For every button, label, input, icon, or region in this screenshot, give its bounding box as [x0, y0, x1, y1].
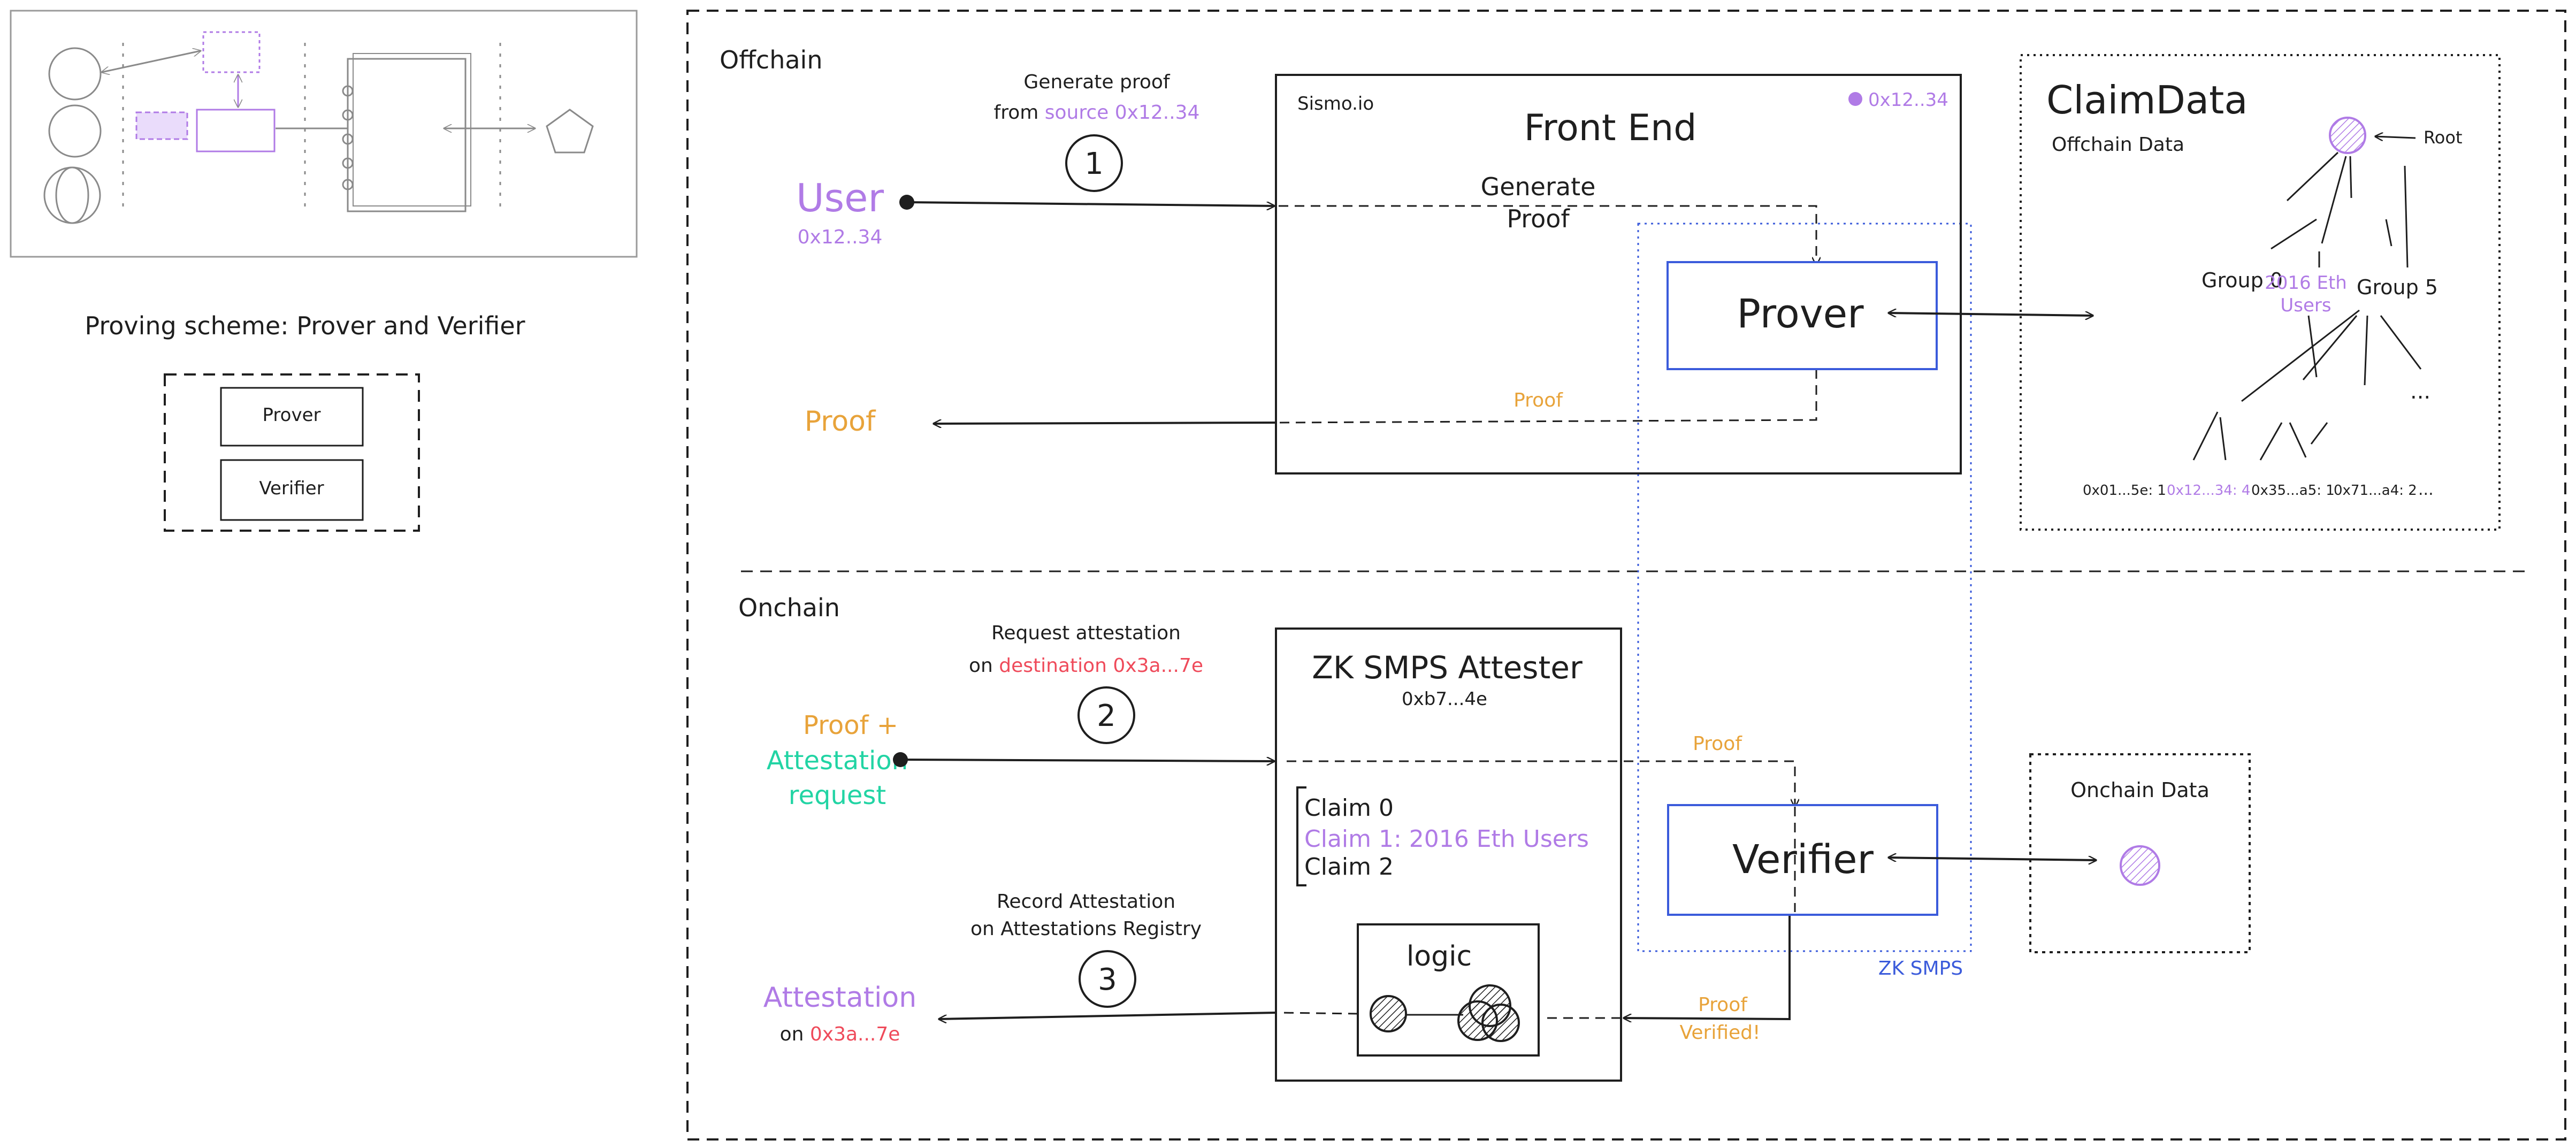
attestation-label: Attestation	[763, 982, 916, 1014]
group1-line2: Users	[2280, 295, 2331, 316]
user-label: User	[796, 175, 884, 220]
tree-more-ellipsis: ...	[2410, 379, 2430, 404]
prover-label: Prover	[1737, 291, 1864, 337]
onchain-section-label: Onchain	[738, 593, 840, 622]
logic-label: logic	[1407, 940, 1472, 973]
claims-bracket	[1296, 786, 1306, 886]
attester-to-attestation-arrow	[939, 1012, 1276, 1019]
onchain-data-node	[2120, 845, 2160, 886]
step1-line2: from source 0x12..34	[994, 102, 1200, 124]
group0-label: Group 0	[2202, 269, 2283, 292]
step3-line2: on Attestations Registry	[970, 918, 1202, 940]
attestation-on: on	[780, 1023, 810, 1045]
attester-address: 0xb7...4e	[1402, 688, 1487, 710]
zk-smps-region	[1637, 223, 1972, 952]
verifier-label: Verifier	[1732, 837, 1874, 883]
step1-source: source 0x12..34	[1045, 102, 1200, 124]
claim-1: Claim 1: 2016 Eth Users	[1304, 825, 1589, 853]
step2-number: 2	[1097, 699, 1116, 733]
leaf-1: 0x12...34: 4	[2167, 483, 2250, 499]
legend-prover-label: Prover	[263, 404, 321, 426]
verifier-onchain-data-arrow	[1889, 858, 2096, 860]
notebook-rings-icon	[342, 85, 354, 190]
claimdata-box: ClaimData Offchain Data Root Group 0 201…	[2020, 54, 2501, 531]
proof-return-path	[1278, 369, 1817, 424]
tree-branches	[2192, 151, 2422, 461]
frontend-box: Sismo.io 0x12..34 Front End Generate Pro…	[1275, 74, 1962, 474]
proof-out-label: Proof	[805, 405, 876, 438]
step3-line1: Record Attestation	[997, 891, 1175, 913]
outer-frame	[686, 10, 2566, 1141]
proof-verified-line2: Verified!	[1680, 1022, 1761, 1044]
legend-prover-box	[220, 387, 364, 447]
step3-badge	[1079, 950, 1136, 1008]
onchain-data-box: Onchain Data	[2029, 753, 2251, 953]
frontend-status-dot	[1848, 92, 1862, 106]
step1-number: 1	[1084, 147, 1104, 181]
leaf-0: 0x01...5e: 1	[2083, 483, 2166, 499]
request-to-verifier-path	[1287, 760, 1795, 807]
leaf-2: 0x35...a5: 1	[2251, 483, 2335, 499]
legend: Proving scheme: Prover and Verifier Prov…	[85, 311, 525, 532]
frontend-title: Front End	[1524, 107, 1697, 149]
step1-line1: Generate proof	[1023, 71, 1170, 93]
offchain-section-label: Offchain	[720, 45, 822, 74]
frontend-proof-label: Proof	[1514, 389, 1563, 411]
onchain-proof-label: Proof	[1693, 733, 1742, 755]
attestation-address: 0x3a...7e	[810, 1023, 900, 1045]
request-line2: Attestation	[767, 746, 908, 776]
prover-claimdata-arrow	[1889, 313, 2093, 316]
pentagon-icon	[546, 109, 594, 154]
user-to-frontend-arrow	[906, 201, 1274, 206]
step3-number: 3	[1098, 962, 1117, 997]
generate-proof-path	[1279, 205, 1816, 265]
claim-2: Claim 2	[1304, 853, 1394, 881]
onchain-data-label: Onchain Data	[2070, 778, 2210, 802]
logic-venn-icon	[1370, 984, 1520, 1042]
step1-from: from	[994, 102, 1045, 124]
leaf-more: ...	[2418, 480, 2434, 499]
merkle-root-node	[2329, 117, 2366, 154]
generate-proof-line1: Generate	[1481, 172, 1596, 201]
step2-badge	[1077, 686, 1135, 744]
step2-on: on	[969, 655, 999, 677]
group1-line1: 2016 Eth	[2265, 272, 2347, 294]
generate-proof-line2: Proof	[1507, 204, 1570, 233]
request-line1: Proof +	[803, 710, 898, 740]
attester-box: ZK SMPS Attester 0xb7...4e Claim 0 Claim…	[1275, 627, 1795, 1082]
request-line3: request	[789, 780, 886, 810]
thumbnail-preview	[10, 10, 638, 258]
frontend-brand: Sismo.io	[1297, 93, 1374, 114]
legend-title: Proving scheme: Prover and Verifier	[85, 311, 525, 340]
root-label: Root	[2424, 127, 2463, 148]
verifier-return-path	[1624, 912, 1791, 1019]
attestation-on-line: on 0x3a...7e	[780, 1023, 900, 1045]
leaf-3: 0x71...a4: 2	[2334, 483, 2417, 499]
claim-0: Claim 0	[1304, 794, 1394, 822]
request-to-attester-arrow	[900, 760, 1274, 761]
legend-verifier-label: Verifier	[259, 478, 324, 499]
step2-line1: Request attestation	[991, 622, 1181, 644]
step2-destination: destination 0x3a...7e	[999, 655, 1203, 677]
step1-badge	[1065, 134, 1123, 192]
zk-smps-label: ZK SMPS	[1878, 958, 1963, 979]
claimdata-subtitle: Offchain Data	[2052, 134, 2184, 156]
frontend-address: 0x12..34	[1868, 89, 1948, 111]
logic-to-exit-path	[1278, 1012, 1358, 1015]
legend-verifier-box	[220, 459, 364, 521]
attester-title: ZK SMPS Attester	[1312, 649, 1583, 686]
group5-label: Group 5	[2357, 275, 2438, 299]
root-pointer-arrow	[2375, 136, 2416, 138]
user-address: 0x12..34	[798, 226, 883, 248]
proof-verified-line1: Proof	[1698, 994, 1748, 1016]
claimdata-title: ClaimData	[2046, 78, 2248, 123]
step2-line2: on destination 0x3a...7e	[969, 655, 1203, 677]
frontend-to-proof-arrow	[934, 423, 1276, 424]
